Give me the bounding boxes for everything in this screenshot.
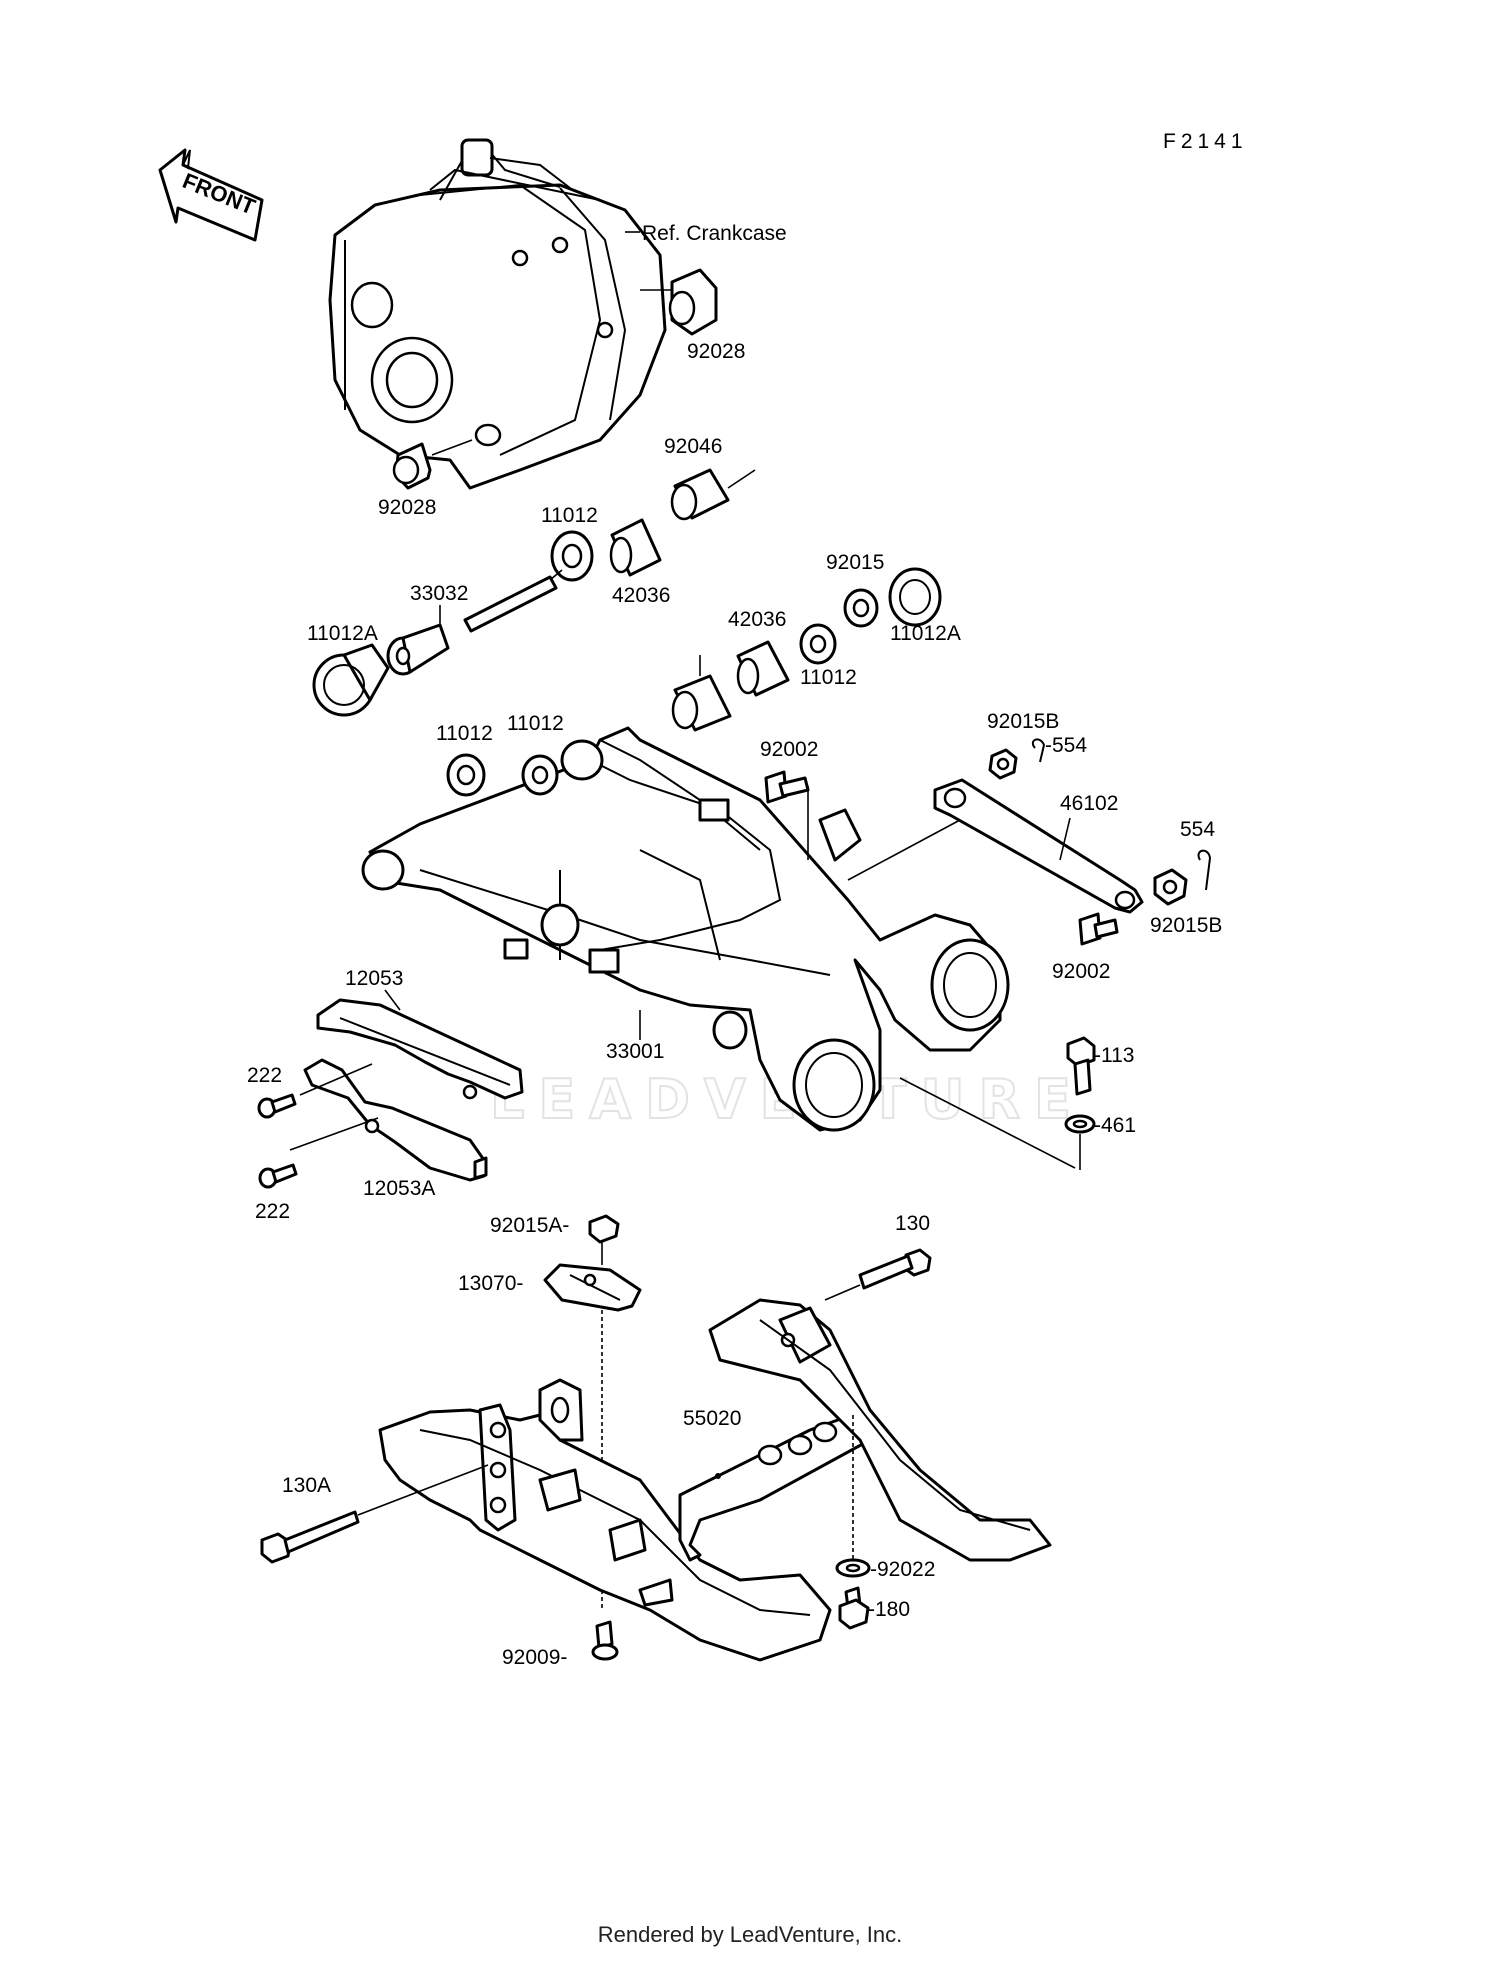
callout-92022: -92022 xyxy=(870,1558,935,1581)
seal-11012-right xyxy=(799,623,837,665)
seal-11012-top xyxy=(550,530,594,582)
callout-92015: 92015 xyxy=(826,551,884,574)
callout-13070: 13070- xyxy=(458,1272,523,1295)
seal-11012-swingarm-mid xyxy=(521,754,559,796)
callout-92009: 92009- xyxy=(502,1646,567,1669)
callout-180: -180 xyxy=(868,1598,910,1621)
callout-222b: 222 xyxy=(255,1200,290,1223)
washer-461 xyxy=(1064,1114,1096,1134)
collar-92028-upper xyxy=(668,268,718,336)
callout-92046: 92046 xyxy=(664,435,722,458)
callout-11012b: 11012 xyxy=(800,666,857,689)
collar-92028-lower xyxy=(392,442,432,490)
bolt-113 xyxy=(1066,1036,1096,1096)
chain-guide-12053 xyxy=(316,998,524,1100)
callout-55020: 55020 xyxy=(683,1407,741,1430)
needle-bearing-right xyxy=(671,655,732,732)
collar-33032-end xyxy=(386,623,450,676)
callout-33032: 33032 xyxy=(410,582,468,605)
callout-46102: 46102 xyxy=(1060,792,1118,815)
needle-bearing-92046 xyxy=(670,468,730,521)
callout-42036b: 42036 xyxy=(728,608,786,631)
callout-92015A: 92015A- xyxy=(490,1214,569,1237)
sleeve-42036-top xyxy=(609,518,662,577)
callout-130A: 130A xyxy=(282,1474,331,1497)
screw-92009 xyxy=(591,1620,619,1661)
callout-11012c: 11012 xyxy=(436,722,493,745)
callout-130: 130 xyxy=(895,1212,930,1235)
block-13070 xyxy=(543,1263,642,1312)
callout-92015Bb: 92015B xyxy=(1150,914,1222,937)
callout-92002b: 92002 xyxy=(1052,960,1110,983)
bolt-92002-upper xyxy=(764,770,810,804)
callout-42036a: 42036 xyxy=(612,584,670,607)
callout-222a: 222 xyxy=(247,1064,282,1087)
chain-guide-12053A xyxy=(303,1058,488,1182)
callout-461: -461 xyxy=(1094,1114,1136,1137)
bolt-180 xyxy=(838,1586,870,1630)
callout-11012Aa: 11012A xyxy=(307,622,378,645)
cotter-pin-554-lower xyxy=(1197,849,1212,891)
callout-113: -113 xyxy=(1094,1044,1134,1067)
washer-92022 xyxy=(835,1558,871,1578)
cap-11012A-left xyxy=(312,643,390,717)
nut-92015A xyxy=(588,1214,620,1244)
callout-11012d: 11012 xyxy=(507,712,564,735)
callout-92002a: 92002 xyxy=(760,738,818,761)
callout-11012Ab: 11012A xyxy=(890,622,961,645)
sleeve-42036-right xyxy=(736,640,790,697)
crankcase-reference xyxy=(328,138,667,490)
cotter-pin-554-upper xyxy=(1031,738,1046,763)
torque-link-46102 xyxy=(933,778,1144,914)
bolt-130 xyxy=(858,1248,932,1290)
pivot-shaft-33032 xyxy=(463,569,563,633)
callout-92028b: 92028 xyxy=(378,496,436,519)
front-arrow-icon: FRONT xyxy=(158,148,264,242)
screw-222-upper xyxy=(257,1093,297,1119)
callout-33001: 33001 xyxy=(606,1040,664,1063)
callout-554b: 554 xyxy=(1180,818,1215,841)
callout-554a: -554 xyxy=(1045,734,1087,757)
callout-92028a: 92028 xyxy=(687,340,745,363)
diagram-code: F2141 xyxy=(1163,130,1248,153)
cap-11012A-right xyxy=(888,567,942,627)
screw-222-lower xyxy=(258,1163,298,1189)
bolt-130A xyxy=(260,1510,360,1564)
ref-crankcase-label: Ref. Crankcase xyxy=(642,222,787,245)
swing-arm-33001 xyxy=(361,726,1010,1132)
chain-case-55020 xyxy=(378,1298,1052,1662)
callout-11012a: 11012 xyxy=(541,504,598,527)
seal-11012-swingarm-left xyxy=(446,753,486,797)
callout-12053: 12053 xyxy=(345,967,403,990)
footer-credit: Rendered by LeadVenture, Inc. xyxy=(597,1922,903,1947)
bolt-92002-lower xyxy=(1078,912,1119,946)
callout-12053A: 12053A xyxy=(363,1177,435,1200)
nut-92015B-lower xyxy=(1153,868,1188,906)
nut-92015B-upper xyxy=(988,748,1018,780)
collar-92015 xyxy=(843,588,879,628)
callout-92015Ba: 92015B xyxy=(987,710,1059,733)
